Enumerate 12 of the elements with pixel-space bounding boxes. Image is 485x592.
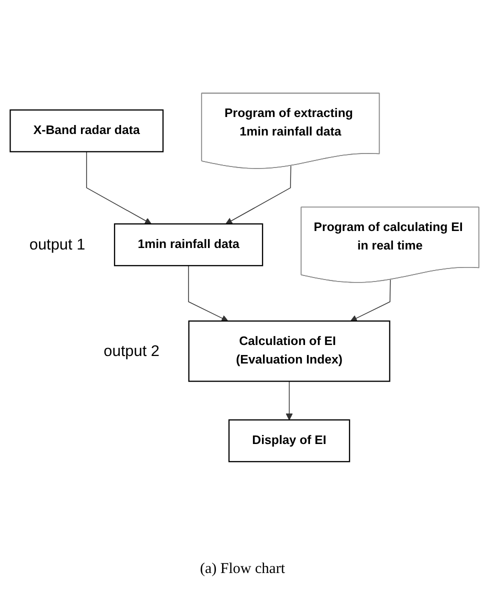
node-label: output 2 [104, 342, 160, 360]
arrow [86, 151, 152, 224]
node-label: output 1 [29, 236, 86, 254]
node-box: 1min rainfall data [114, 223, 264, 266]
arrow [286, 381, 293, 420]
arrow [188, 265, 228, 322]
arrow [226, 165, 292, 224]
caption: (a) Flow chart [200, 561, 285, 578]
node-box: Calculation of EI (Evaluation Index) [188, 320, 390, 382]
node-box: Display of EI [228, 419, 350, 462]
arrow [350, 279, 391, 322]
node-box: X-Band radar data [10, 110, 164, 152]
